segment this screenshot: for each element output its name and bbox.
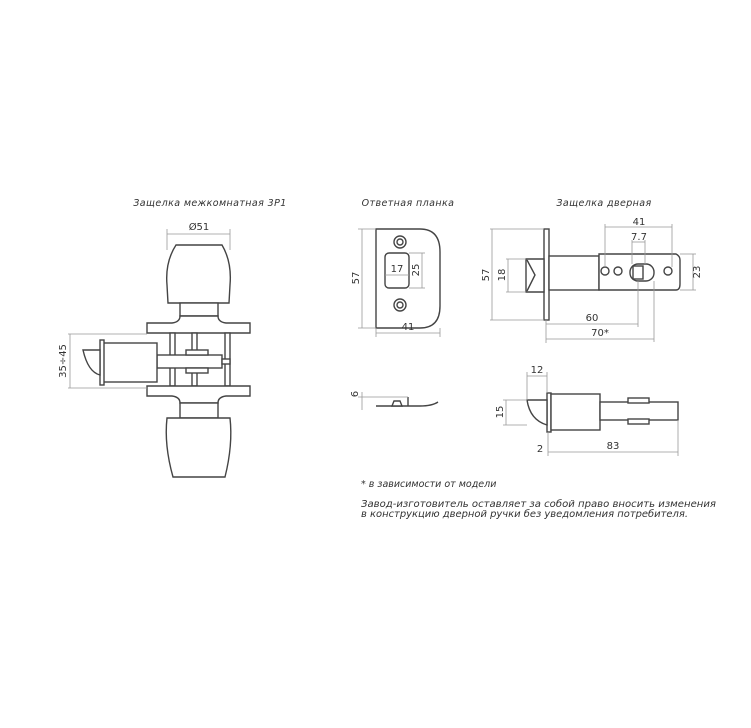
door-thickness-label: 35÷45	[58, 344, 69, 378]
strike-height-label: 57	[351, 272, 362, 285]
latch-tail	[598, 253, 681, 291]
tail-clip-bottom	[185, 367, 209, 374]
bottom-knob	[165, 417, 232, 478]
latch-body	[548, 255, 600, 291]
tail-height-label: 23	[692, 266, 703, 279]
notes: * в зависимости от модели Завод-изготови…	[361, 479, 716, 520]
side-tail	[599, 401, 679, 421]
latch-length-label: 83	[607, 441, 620, 452]
bolt-side-height-label: 15	[495, 406, 506, 419]
door-latch-view: Защелка дверная 57 18 41 7.7 23 60	[481, 198, 703, 343]
bolt-projection-label: 12	[531, 365, 544, 376]
footnote: * в зависимости от модели	[361, 479, 496, 490]
strike-plate-view: Ответная планка 57 41 17 25	[351, 198, 454, 337]
strike-plate-side-view: 6	[350, 391, 439, 410]
square-hole-label: 7.7	[631, 232, 647, 243]
door-thickness-dimension: 35÷45	[58, 333, 147, 389]
knob-diameter-dimension: Ø51	[166, 221, 231, 250]
strike-plate	[375, 228, 441, 329]
latch-bolt	[82, 349, 101, 376]
strike-window	[384, 252, 410, 289]
top-knob	[166, 244, 232, 304]
strike-plate-title: Ответная планка	[362, 198, 455, 209]
door-latch-title: Защелка дверная	[556, 198, 651, 209]
knob-diameter-label: Ø51	[189, 221, 210, 233]
interior-latch-assembly: Защелка межкомнатная 3P1 Ø51 35÷45	[58, 198, 286, 478]
window-height-label: 25	[411, 264, 422, 277]
tail-end	[221, 358, 231, 365]
latch-tail	[156, 354, 223, 369]
spindle-slot	[629, 263, 655, 282]
strike-thickness-label: 6	[350, 391, 361, 397]
latch-height-label: 57	[481, 269, 492, 282]
side-bolt	[526, 399, 548, 426]
bolt-height-label: 18	[497, 269, 508, 282]
top-rose	[146, 315, 251, 334]
screw-hole-top	[393, 235, 407, 249]
strike-width-label: 41	[402, 322, 415, 333]
door-latch-side-view: 12 15 2 83	[495, 365, 679, 456]
tail-length-label: 41	[633, 217, 646, 228]
tail-clip-top	[185, 349, 209, 356]
window-width-label: 17	[391, 264, 404, 275]
bottom-rose	[146, 385, 251, 404]
faceplate-thickness-label: 2	[537, 444, 543, 455]
screw-hole-bottom	[393, 298, 407, 312]
top-knob-neck	[179, 302, 219, 317]
latch-body	[102, 342, 158, 383]
latch-faceplate	[543, 228, 550, 321]
side-body	[550, 393, 601, 431]
backset-60-label: 60	[586, 313, 599, 324]
backset-70-label: 70*	[591, 328, 609, 339]
interior-latch-title: Защелка межкомнатная 3P1	[133, 198, 286, 209]
disclaimer-line-1: Завод-изготовитель оставляет за собой пр…	[361, 499, 716, 510]
bottom-knob-neck	[179, 402, 219, 419]
disclaimer-line-2: в конструкцию дверной ручки без уведомле…	[361, 509, 688, 520]
